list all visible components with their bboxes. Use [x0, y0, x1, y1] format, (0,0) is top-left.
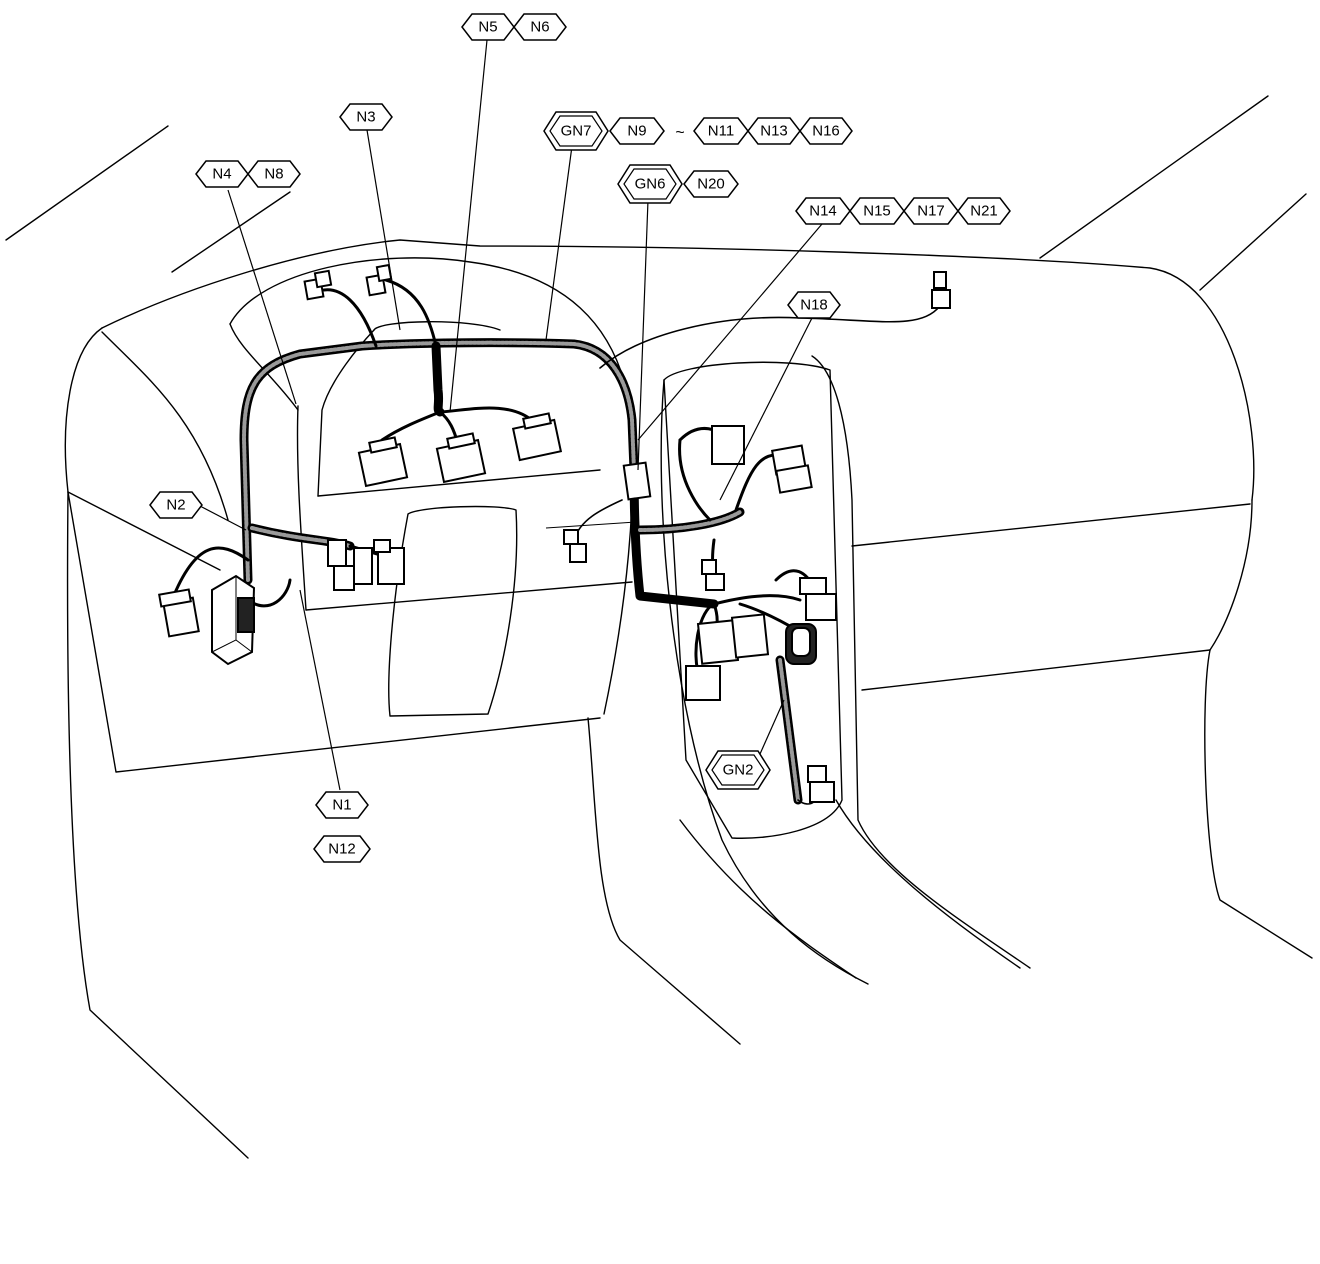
connector-cluster-side — [622, 461, 652, 501]
tag-n4: N4 — [195, 160, 249, 188]
tag-n21-label: N21 — [970, 203, 998, 220]
connector-left-outer — [158, 588, 200, 638]
connector-center-small — [563, 529, 587, 563]
tag-n11: N11 — [693, 117, 749, 145]
tag-n18-label: N18 — [800, 297, 828, 314]
tag-n18: N18 — [787, 291, 841, 319]
connector-top-left-b — [365, 263, 393, 297]
connector-top-left-a — [303, 269, 333, 301]
tag-n20-label: N20 — [697, 176, 725, 193]
main-harness — [239, 338, 803, 805]
tag-n5-label: N5 — [478, 19, 497, 36]
tag-n13: N13 — [747, 117, 801, 145]
tag-gn2-label: GN2 — [723, 762, 754, 779]
tag-n16-label: N16 — [812, 123, 840, 140]
tag-n8: N8 — [247, 160, 301, 188]
connector-lower-cluster — [327, 539, 405, 591]
tag-gn6-label: GN6 — [635, 176, 666, 193]
tag-n17: N17 — [903, 197, 959, 225]
tag-n15-label: N15 — [863, 203, 891, 220]
tag-n5: N5 — [461, 13, 515, 41]
tag-n14-label: N14 — [809, 203, 837, 220]
connector-console-lower — [685, 613, 817, 701]
tag-gn7-label: GN7 — [561, 123, 592, 140]
connector-cluster-3 — [511, 412, 563, 462]
tag-n1-label: N1 — [332, 797, 351, 814]
connector-console-2 — [770, 444, 813, 494]
connector-console-bottom — [807, 765, 835, 803]
tag-n4-label: N4 — [212, 166, 231, 183]
tag-n2-label: N2 — [166, 497, 185, 514]
tag-n11-label: N11 — [708, 123, 734, 140]
tag-n17-label: N17 — [917, 203, 945, 220]
tag-n3: N3 — [339, 103, 393, 131]
connectors — [158, 263, 951, 803]
tag-n2: N2 — [149, 491, 203, 519]
connector-console-1 — [711, 425, 745, 465]
tag-n1: N1 — [315, 791, 369, 819]
leader-lines — [199, 39, 823, 791]
tag-gn6: GN6 — [617, 164, 683, 204]
tag-n21: N21 — [957, 197, 1011, 225]
tag-n9-label: N9 — [627, 123, 646, 140]
tag-n6: N6 — [513, 13, 567, 41]
tag-n14: N14 — [795, 197, 851, 225]
tag-n8-label: N8 — [264, 166, 283, 183]
tag-gn2: GN2 — [705, 750, 771, 790]
tag-n16: N16 — [799, 117, 853, 145]
tag-n20: N20 — [683, 170, 739, 198]
tag-range-separator: ~ — [675, 125, 684, 142]
connector-right-far — [931, 271, 951, 309]
tag-gn7: GN7 — [543, 111, 609, 151]
tag-n9: N9 — [609, 117, 665, 145]
connector-tags: N5 N6 N3 GN7 N9 ~ N11 N13 — [149, 13, 1011, 863]
tag-n13-label: N13 — [760, 123, 788, 140]
connector-console-4 — [799, 577, 837, 621]
tag-n3-label: N3 — [356, 109, 375, 126]
dashboard-outline — [5, 95, 1313, 1159]
connector-cluster-2 — [435, 432, 487, 484]
connector-junction-block — [211, 574, 256, 666]
tag-n12: N12 — [313, 835, 371, 863]
connector-cluster-1 — [357, 436, 409, 488]
connector-console-3 — [701, 559, 725, 591]
tag-n6-label: N6 — [530, 19, 549, 36]
tag-n12-label: N12 — [328, 841, 356, 858]
tag-n15: N15 — [849, 197, 905, 225]
